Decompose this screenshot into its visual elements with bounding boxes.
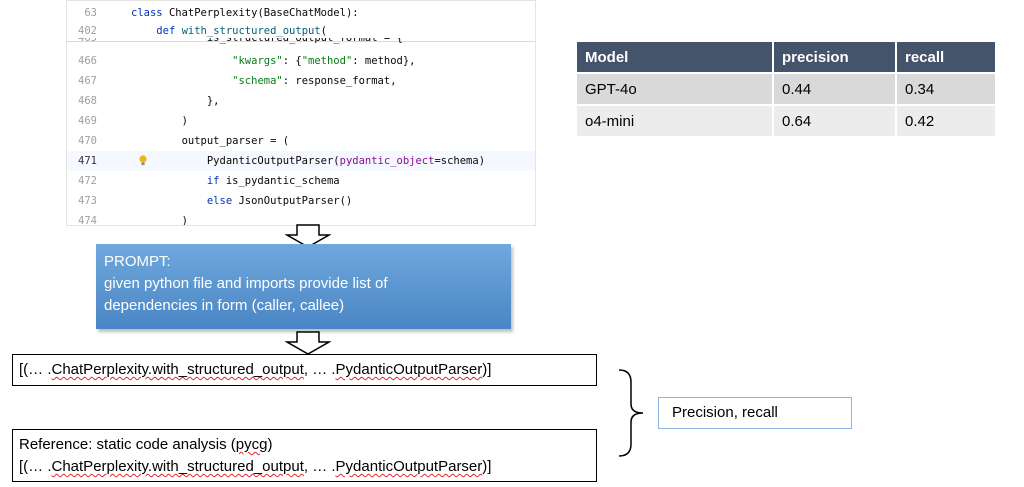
line-number: 471 (78, 155, 97, 167)
reference-tool: pycg (235, 436, 268, 453)
header-recall: recall (896, 42, 995, 73)
table-row: o4-mini 0.64 0.42 (577, 104, 995, 136)
prompt-line-2: dependencies in form (caller, callee) (104, 297, 345, 314)
lightbulb-icon[interactable] (139, 155, 147, 166)
reference-label: Reference: static code analysis (pycg) (19, 434, 590, 456)
prompt-box: PROMPT: given python file and imports pr… (96, 244, 511, 329)
table-header-row: Model precision recall (577, 42, 995, 73)
line-number: 473 (78, 195, 97, 207)
down-arrow-icon (285, 224, 331, 248)
code-line: 466 "kwargs": {"method": method}, (67, 51, 535, 71)
code-text: PydanticOutputParser(pydantic_object=sch… (131, 155, 486, 167)
code-line: 472 if is_pydantic_schema (67, 171, 535, 191)
code-line: 470 output_parser = ( (67, 131, 535, 151)
cell-recall: 0.34 (896, 72, 995, 105)
code-line: 474 ) (67, 211, 535, 226)
llm-output-box: [(… .ChatPerplexity.with_structured_outp… (12, 354, 597, 386)
reference-callee: PydanticOutputParser (335, 458, 483, 475)
line-number: 470 (78, 135, 97, 147)
code-line: 402 def with_structured_output( (67, 21, 535, 41)
code-line: 469 ) (67, 111, 535, 131)
cell-model: o4-mini (577, 104, 774, 136)
code-text: else JsonOutputParser() (206, 195, 353, 207)
header-precision: precision (773, 42, 897, 73)
code-line: 471 PydanticOutputParser(pydantic_object… (67, 151, 535, 171)
reference-box: Reference: static code analysis (pycg) [… (12, 429, 597, 482)
code-text: }, (131, 95, 220, 107)
reference-label-post: ) (267, 436, 273, 453)
line-number: 467 (78, 75, 97, 87)
down-arrow-icon (285, 331, 331, 355)
output-callee: PydanticOutputParser (335, 361, 483, 378)
code-line: 473 else JsonOutputParser() (67, 191, 535, 211)
code-editor-panel: 63 class ChatPerplexity(BaseChatModel): 40… (66, 0, 536, 226)
code-text: if is_pydantic_schema (206, 175, 340, 187)
curly-brace-icon (618, 369, 644, 457)
cell-model: GPT-4o (577, 72, 774, 105)
header-model: Model (577, 42, 774, 73)
line-number: 474 (78, 215, 97, 226)
metrics-label-box: Precision, recall (658, 397, 852, 429)
code-line: 468 }, (67, 91, 535, 111)
reference-middle: , … . (303, 458, 336, 475)
code-text: def with_structured_output( (156, 25, 327, 37)
table-row: GPT-4o 0.44 0.34 (577, 72, 995, 105)
reference-prefix: [(… . (19, 458, 52, 475)
output-prefix: [(… . (19, 361, 52, 378)
prompt-title: PROMPT: (104, 253, 171, 270)
prompt-line-1: given python file and imports provide li… (104, 275, 388, 292)
cell-recall: 0.42 (896, 104, 995, 136)
reference-output: [(… .ChatPerplexity.with_structured_outp… (19, 456, 590, 478)
output-caller: ChatPerplexity.with_structured_output (51, 361, 304, 378)
output-suffix: )] (482, 361, 492, 378)
code-text: class ChatPerplexity(BaseChatModel): (131, 7, 359, 19)
reference-label-pre: Reference: static code analysis ( (19, 436, 236, 453)
line-number: 63 (84, 7, 97, 19)
line-number: 469 (78, 115, 97, 127)
reference-suffix: )] (482, 458, 492, 475)
code-text: "kwargs": {"method": method}, (232, 55, 416, 67)
output-middle: , … . (303, 361, 336, 378)
code-line: 465 is_structured_output_format = { (78, 38, 403, 44)
code-text: ) (131, 215, 188, 226)
sticky-header-separator (67, 41, 535, 42)
metrics-table: Model precision recall GPT-4o 0.44 0.34 … (577, 42, 995, 136)
cell-precision: 0.44 (773, 72, 897, 105)
cell-precision: 0.64 (773, 104, 897, 136)
line-number: 402 (78, 25, 97, 37)
reference-caller: ChatPerplexity.with_structured_output (51, 458, 304, 475)
code-text: output_parser = ( (131, 135, 290, 147)
code-line: 63 class ChatPerplexity(BaseChatModel): (67, 3, 535, 23)
line-number: 468 (78, 95, 97, 107)
code-line: 467 "schema": response_format, (67, 71, 535, 91)
code-text: "schema": response_format, (232, 75, 397, 87)
line-number: 472 (78, 175, 97, 187)
line-number: 466 (78, 55, 97, 67)
code-text: ) (131, 115, 188, 127)
